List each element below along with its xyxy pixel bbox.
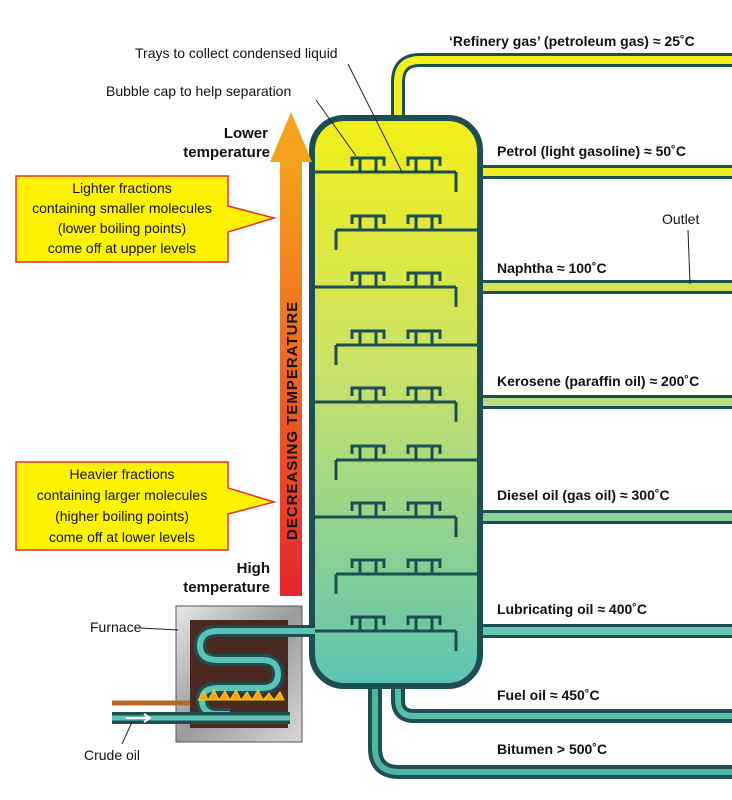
tray <box>312 271 458 307</box>
fraction-label-lubricating: Lubricating oil ≈ 400˚C <box>497 601 647 617</box>
bubble-cap <box>350 329 386 345</box>
bubble-cap <box>406 214 442 230</box>
lighter-line-1: Lighter fractions <box>72 180 172 196</box>
bubble-cap <box>350 615 386 631</box>
tray <box>312 501 458 537</box>
tray <box>334 444 480 480</box>
bubble-cap <box>350 444 386 460</box>
decreasing-temperature-text: DECREASING TEMPERATURE <box>284 301 301 540</box>
bubble-cap <box>406 558 442 574</box>
heavier-line-1: Heavier fractions <box>69 466 174 482</box>
bubble-cap <box>350 386 386 402</box>
bubble-cap <box>350 214 386 230</box>
bubble-cap <box>406 156 442 172</box>
lighter-line-4: come off at upper levels <box>48 240 196 256</box>
furnace-leader <box>139 627 179 631</box>
tray <box>334 329 480 365</box>
bubble-cap <box>350 271 386 287</box>
bubble-cap <box>350 156 386 172</box>
bubble-cap <box>406 329 442 345</box>
outlet-label: Outlet <box>662 211 699 227</box>
bubble-cap <box>350 558 386 574</box>
fraction-label-diesel: Diesel oil (gas oil) ≈ 300˚C <box>497 487 670 503</box>
bubble-cap <box>406 386 442 402</box>
lighter-line-2: containing smaller molecules <box>32 200 212 216</box>
tray <box>312 386 458 422</box>
lower-temperature-line1: Lower <box>224 125 268 142</box>
bubble-cap <box>350 501 386 517</box>
heavier-line-4: come off at lower levels <box>49 529 195 545</box>
crude-oil-inlet <box>112 700 290 724</box>
trays-group <box>312 156 480 651</box>
temperature-arrow: DECREASING TEMPERATURE <box>270 112 312 596</box>
bubble-cap <box>406 615 442 631</box>
fraction-label-refinery-gas: ‘Refinery gas’ (petroleum gas) ≈ 25˚C <box>449 33 695 49</box>
flame-icon <box>197 688 285 702</box>
outlet-leader <box>687 229 691 285</box>
bubble-cap-label: Bubble cap to help separation <box>106 83 291 99</box>
bubble-cap <box>406 444 442 460</box>
fraction-label-fuel-oil: Fuel oil ≈ 450˚C <box>497 687 600 703</box>
high-temperature-line1: High <box>237 560 270 577</box>
fraction-label-naphtha: Naphtha ≈ 100˚C <box>497 260 607 276</box>
tray <box>312 615 458 651</box>
fraction-label-kerosene: Kerosene (paraffin oil) ≈ 200˚C <box>497 373 699 389</box>
trays-leader <box>347 63 403 173</box>
outlet-pipes <box>368 53 732 779</box>
heavier-fractions-callout: Heavier fractions containing larger mole… <box>15 461 277 551</box>
lower-temperature-line2: temperature <box>183 144 270 161</box>
fraction-label-bitumen: Bitumen > 500˚C <box>497 741 607 757</box>
fraction-label-petrol: Petrol (light gasoline) ≈ 50˚C <box>497 143 686 159</box>
bubble-cap-leader <box>315 99 357 157</box>
bubble-cap <box>406 501 442 517</box>
tray <box>334 558 480 594</box>
tray <box>334 214 480 250</box>
crude-oil-leader <box>121 721 133 745</box>
high-temperature-line2: temperature <box>183 579 270 596</box>
lighter-fractions-callout: Lighter fractions containing smaller mol… <box>15 175 277 263</box>
furnace-label: Furnace <box>90 619 142 635</box>
bubble-cap <box>406 271 442 287</box>
lighter-line-3: (lower boiling points) <box>58 220 186 236</box>
crude-oil-label: Crude oil <box>84 747 140 763</box>
heavier-line-3: (higher boiling points) <box>55 508 189 524</box>
tray <box>312 156 458 192</box>
heavier-line-2: containing larger molecules <box>37 487 207 503</box>
arrow-right-icon <box>126 713 152 723</box>
trays-label: Trays to collect condensed liquid <box>135 45 338 61</box>
